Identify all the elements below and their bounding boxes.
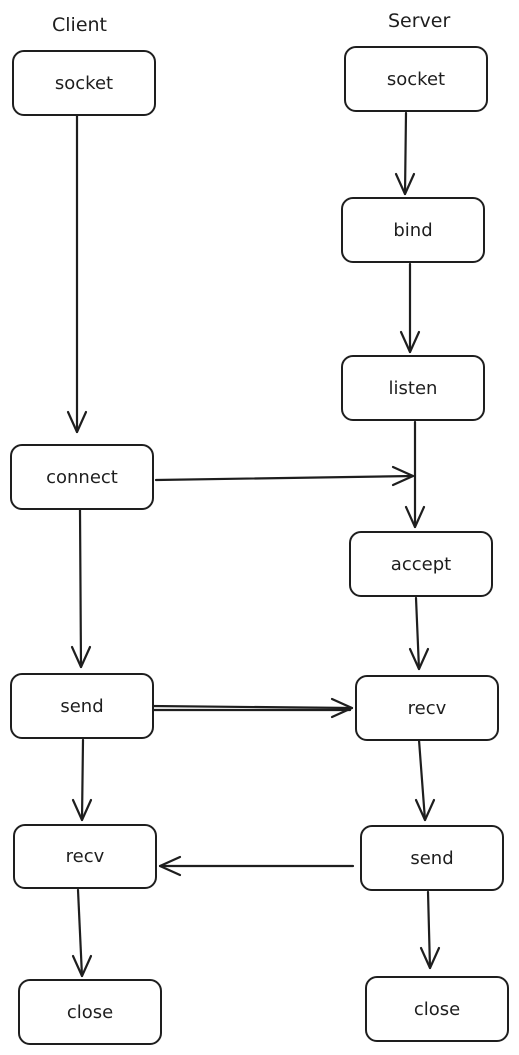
edge-client-recv-to-close <box>76 888 84 978</box>
edge-server-send-to-close <box>426 890 432 970</box>
server-bind-node: bind <box>341 197 485 263</box>
edge-client-send-to-recv <box>80 738 85 822</box>
arrowhead-connect-to-server <box>391 465 415 487</box>
arrowhead-server-send <box>414 798 436 822</box>
edge-client-connect-to-send <box>78 508 83 669</box>
client-close-node: close <box>18 979 162 1045</box>
edge-client-connect-to-server <box>154 474 415 482</box>
client-connect-node: connect <box>10 444 154 510</box>
arrowhead-client-close <box>71 954 93 978</box>
server-socket-node: socket <box>344 46 488 112</box>
server-recv-node: recv <box>355 675 499 741</box>
server-accept-node: accept <box>349 531 493 597</box>
arrowhead-server-bind <box>394 172 416 196</box>
edge-server-recv-to-send <box>417 738 427 822</box>
arrowhead-server-listen <box>399 330 421 354</box>
edge-server-accept-to-recv <box>414 596 421 671</box>
arrowhead-send-to-recv <box>330 697 354 719</box>
server-column-title: Server <box>388 10 451 32</box>
arrowhead-server-accept <box>404 505 426 529</box>
edge-server-socket-to-bind <box>403 111 408 196</box>
client-socket-node: socket <box>12 50 156 116</box>
server-close-node: close <box>365 976 509 1042</box>
server-listen-node: listen <box>341 355 485 421</box>
client-column-title: Client <box>52 14 108 36</box>
client-send-node: send <box>10 673 154 739</box>
arrowhead-server-recv <box>408 647 430 671</box>
server-send-node: send <box>360 825 504 891</box>
arrowhead-client-send <box>70 645 92 669</box>
client-recv-node: recv <box>13 824 157 889</box>
arrowhead-client-connect <box>66 410 88 434</box>
arrowhead-send-to-client-recv <box>158 855 182 877</box>
arrowhead-client-recv <box>71 798 93 822</box>
edge-client-send-to-server-recv <box>148 704 354 710</box>
arrowhead-server-close <box>419 946 441 970</box>
